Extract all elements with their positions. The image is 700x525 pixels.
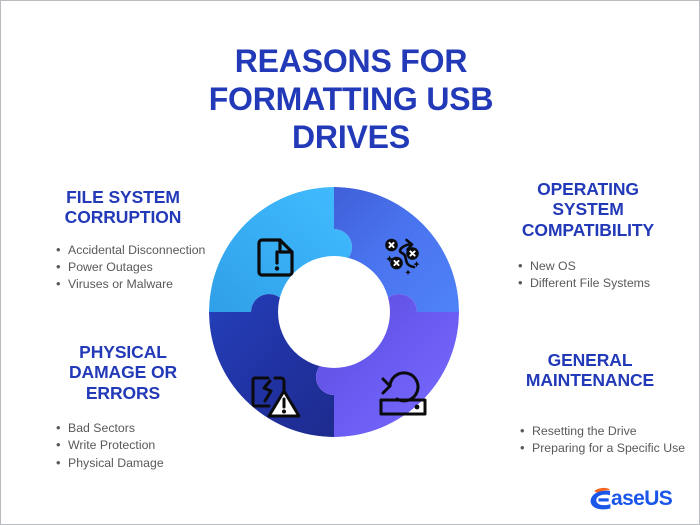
heading-line-2: CORRUPTION bbox=[64, 207, 182, 228]
section-general-maintenance: GENERAL MAINTENANCE Resetting the Drive … bbox=[485, 350, 695, 457]
section-list-operating-system-compatibility: New OS Different File Systems bbox=[517, 257, 691, 292]
list-item: Different File Systems bbox=[517, 274, 691, 292]
easeus-logo-mark bbox=[589, 486, 611, 510]
segment-general-maintenance bbox=[316, 294, 459, 437]
list-item: Bad Sectors bbox=[55, 419, 223, 437]
list-item: Power Outages bbox=[55, 258, 223, 276]
heading-line-2: MAINTENANCE bbox=[525, 370, 655, 391]
heading-line-1: FILE SYSTEM bbox=[66, 187, 180, 207]
section-list-physical-damage-or-errors: Bad Sectors Write Protection Physical Da… bbox=[55, 419, 223, 472]
heading-line-1: PHYSICAL bbox=[79, 342, 167, 362]
page-title: REASONS FOR FORMATTING USB DRIVES bbox=[111, 43, 591, 156]
segment-physical-damage-or-errors bbox=[209, 294, 334, 437]
heading-line-3: COMPATIBILITY bbox=[521, 219, 655, 240]
section-heading-operating-system-compatibility: OPERATING SYSTEM COMPATIBILITY bbox=[485, 179, 691, 240]
section-list-file-system-corruption: Accidental Disconnection Power Outages V… bbox=[55, 241, 223, 293]
list-item: New OS bbox=[517, 257, 691, 275]
list-item: Write Protection bbox=[55, 436, 223, 454]
section-heading-physical-damage-or-errors: PHYSICAL DAMAGE OR ERRORS bbox=[23, 342, 223, 403]
heading-line-2: DAMAGE OR bbox=[69, 362, 177, 383]
list-item: Preparing for a Specific Use bbox=[519, 439, 695, 457]
segment-operating-system-compatibility bbox=[334, 187, 459, 312]
page-title-line-3: DRIVES bbox=[292, 118, 410, 155]
section-heading-file-system-corruption: FILE SYSTEM CORRUPTION bbox=[23, 187, 223, 228]
section-physical-damage-or-errors: PHYSICAL DAMAGE OR ERRORS Bad Sectors Wr… bbox=[23, 342, 223, 472]
list-item: Viruses or Malware bbox=[55, 275, 223, 293]
heading-line-1: GENERAL bbox=[547, 350, 633, 370]
page-title-line-2: FORMATTING USB bbox=[208, 80, 494, 117]
list-item: Physical Damage bbox=[55, 454, 223, 472]
section-operating-system-compatibility: OPERATING SYSTEM COMPATIBILITY New OS Di… bbox=[485, 179, 691, 293]
heading-line-3: ERRORS bbox=[85, 382, 161, 403]
easeus-logo-text: aseUS bbox=[611, 486, 673, 510]
section-file-system-corruption: FILE SYSTEM CORRUPTION Accidental Discon… bbox=[23, 187, 223, 294]
section-heading-general-maintenance: GENERAL MAINTENANCE bbox=[485, 350, 695, 391]
list-item: Accidental Disconnection bbox=[55, 241, 223, 259]
puzzle-donut-diagram bbox=[209, 187, 459, 437]
heading-line-1: OPERATING bbox=[537, 179, 639, 199]
easeus-logo: aseUS bbox=[589, 485, 673, 511]
segment-file-system-corruption bbox=[209, 187, 352, 312]
section-list-general-maintenance: Resetting the Drive Preparing for a Spec… bbox=[519, 422, 695, 457]
heading-line-2: SYSTEM bbox=[552, 199, 624, 220]
page-title-line-1: REASONS FOR bbox=[234, 43, 468, 79]
list-item: Resetting the Drive bbox=[519, 422, 695, 440]
